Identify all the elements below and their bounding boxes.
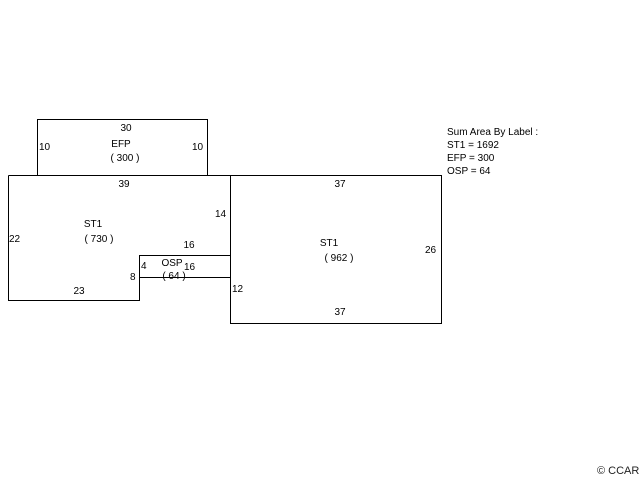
st1-right-dim-right: 26 xyxy=(425,245,437,256)
st1-left-label: ST1 xyxy=(83,219,103,230)
st1-right-dim-left: 12 xyxy=(232,284,244,295)
legend-row-st1: ST1 = 1692 xyxy=(447,140,499,151)
st1-right-dim-bottom: 37 xyxy=(334,307,346,318)
st1-right-label: ST1 xyxy=(319,238,339,249)
osp-dim-right: 16 xyxy=(184,262,196,273)
osp-dim-left: 4 xyxy=(141,261,147,272)
st1-right-dim-top: 37 xyxy=(334,179,346,190)
efp-label: EFP xyxy=(111,139,131,150)
osp-label: OSP xyxy=(161,258,183,269)
st1-left-dim-bottom: 23 xyxy=(73,286,85,297)
st1-left-outline xyxy=(8,175,231,301)
copyright-watermark: © CCAR xyxy=(597,465,640,477)
area-summary-legend: Sum Area By Label : ST1 = 1692 EFP = 300… xyxy=(447,126,538,178)
osp-area: ( 64 ) xyxy=(162,271,186,282)
legend-title: Sum Area By Label : xyxy=(447,127,539,138)
efp-dim-left: 10 xyxy=(39,142,51,153)
st1-right-area: ( 962 ) xyxy=(324,253,354,264)
legend-row-osp: OSP = 64 xyxy=(447,166,491,177)
st1-left-area: ( 730 ) xyxy=(84,234,114,245)
st1-right-outline xyxy=(230,175,442,324)
st1-left-dim-left: 22 xyxy=(9,234,21,245)
efp-dim-top: 30 xyxy=(120,123,132,134)
osp-dim-top: 16 xyxy=(183,240,195,251)
efp-dim-right: 10 xyxy=(192,142,204,153)
legend-row-efp: EFP = 300 xyxy=(447,153,495,164)
st1-left-dim-notch: 8 xyxy=(130,272,136,283)
st1-left-dim-top: 39 xyxy=(118,179,130,190)
st1-left-dim-right: 14 xyxy=(215,209,227,220)
efp-area: ( 300 ) xyxy=(110,153,140,164)
